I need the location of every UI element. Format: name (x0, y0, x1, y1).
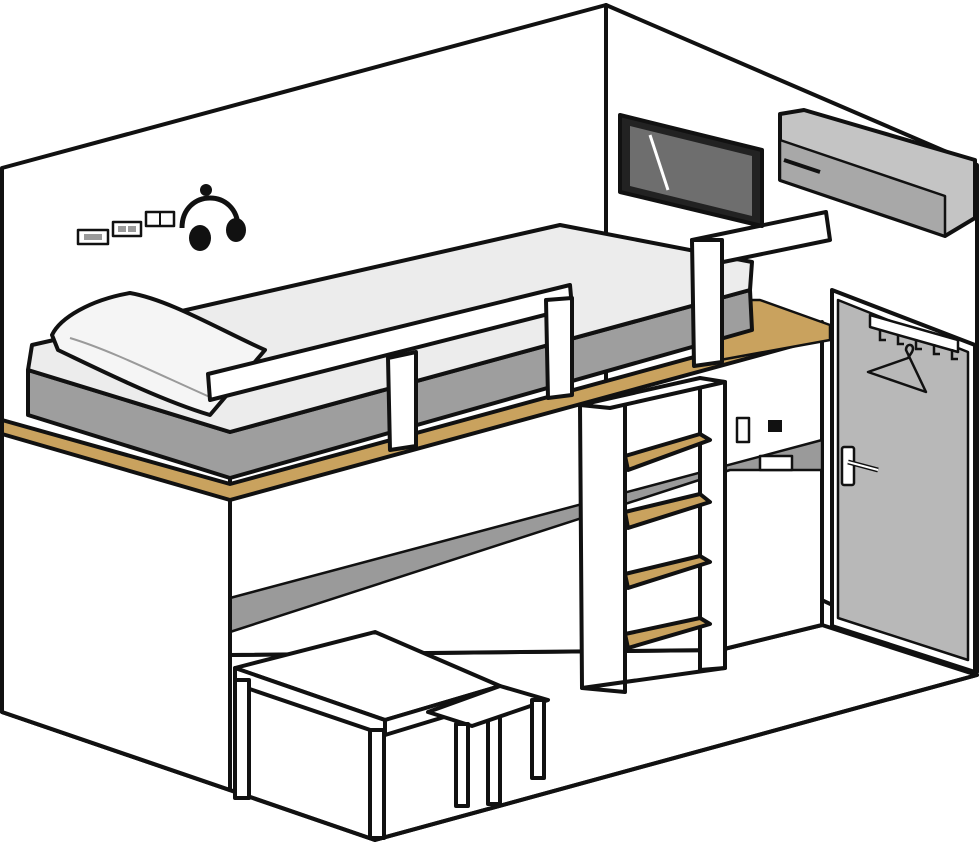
hanger-icon (866, 343, 928, 394)
switch-icon (735, 416, 751, 444)
socket-icon (111, 220, 143, 238)
stool-leg-2 (530, 698, 546, 780)
ladder-rung-3 (623, 554, 712, 590)
coat-rack (868, 313, 960, 354)
door[interactable] (830, 288, 977, 674)
headphones-icon (179, 184, 246, 251)
socket-icon (758, 454, 794, 472)
wall-tv (618, 113, 764, 228)
door-panel (836, 298, 970, 662)
door-handle[interactable] (840, 445, 879, 487)
stool-top (426, 684, 550, 728)
ac-vent (783, 158, 821, 174)
ladder-left-rail (578, 394, 627, 694)
guard-rail-front (206, 283, 574, 452)
tv-screen (630, 126, 752, 216)
ladder-base (580, 666, 727, 690)
ladder[interactable] (578, 376, 727, 694)
socket-icon (768, 420, 782, 432)
outlets (76, 210, 176, 246)
desk-leg-front (368, 728, 386, 840)
tv-glare (648, 134, 670, 191)
desk-leg-left (233, 678, 251, 800)
ladder-rung-1 (623, 432, 712, 472)
pillow-crease (69, 337, 213, 399)
ladder-wall-controls (735, 416, 794, 472)
ac-face (778, 138, 947, 238)
air-conditioner (778, 108, 977, 238)
front-floor-edge (373, 673, 979, 842)
headphones-band (179, 195, 241, 229)
ladder-top (578, 376, 727, 410)
stool-leg-1 (454, 722, 470, 808)
ladder-rung-4 (623, 616, 712, 650)
guard-rail-right (690, 210, 832, 368)
stool[interactable] (426, 684, 550, 808)
ladder-rung-2 (623, 492, 712, 530)
hook-icon (878, 330, 958, 361)
